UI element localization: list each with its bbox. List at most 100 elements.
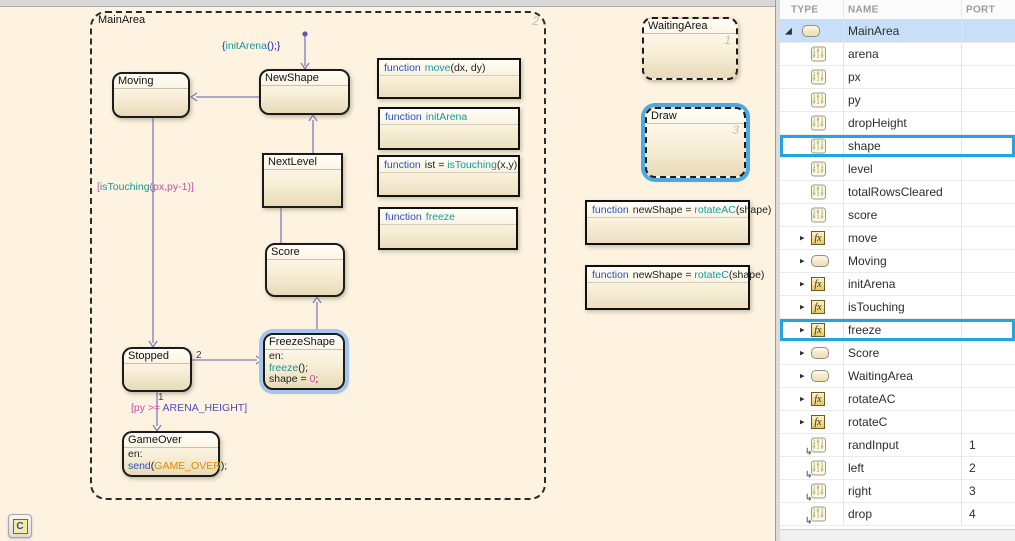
expand-arrow-icon[interactable]: ▸ — [800, 324, 805, 335]
symbol-row-MainArea[interactable]: ◢MainArea — [780, 20, 1015, 43]
expand-arrow-icon[interactable]: ▸ — [800, 232, 805, 243]
c-language-icon: C — [12, 518, 28, 534]
symbol-row-Moving[interactable]: ▸ Moving — [780, 250, 1015, 273]
symbol-port: 1 — [969, 438, 976, 452]
state-title: Stopped — [124, 349, 190, 364]
column-header-name: NAME — [848, 4, 879, 15]
symbols-header: TYPE NAME PORT — [780, 0, 1015, 20]
symbol-port: 2 — [969, 461, 976, 475]
transition-order-number: 2 — [196, 350, 202, 361]
expand-arrow-icon[interactable]: ▸ — [800, 278, 805, 289]
state-title: NewShape — [261, 71, 348, 86]
transition-label-istouching[interactable]: [isTouching(px,py-1)] — [97, 181, 194, 193]
state-mainarea[interactable]: MainArea 2 — [90, 11, 546, 500]
symbol-name: px — [848, 70, 861, 84]
symbol-name: level — [848, 162, 873, 176]
expand-arrow-icon[interactable]: ▸ — [800, 393, 805, 404]
symbol-name: initArena — [848, 277, 896, 291]
action-language-badge[interactable]: C — [8, 514, 32, 538]
function-icon: fx — [811, 300, 825, 314]
state-score[interactable]: Score — [265, 243, 345, 297]
symbol-row-WaitingArea[interactable]: ▸WaitingArea — [780, 365, 1015, 388]
symbol-row-initArena[interactable]: ▸ fx initArena — [780, 273, 1015, 296]
transition-label-initarena[interactable]: {initArena();} — [222, 40, 281, 52]
symbol-port: 3 — [969, 484, 976, 498]
state-moving[interactable]: Moving — [112, 72, 190, 118]
symbol-name: totalRowsCleared — [848, 185, 943, 199]
expand-arrow-icon[interactable]: ▸ — [800, 370, 805, 381]
input-arrow-icon: ↳ — [805, 515, 813, 526]
state-newshape[interactable]: NewShape — [259, 69, 350, 115]
symbol-name: Moving — [848, 254, 887, 268]
symbol-name: right — [848, 484, 872, 498]
transition-label-arenaheight[interactable]: [py >= ARENA_HEIGHT] — [131, 402, 248, 414]
function-icon: fx — [811, 277, 825, 291]
state-icon — [811, 255, 829, 267]
symbol-name: shape — [848, 139, 881, 153]
symbol-row-Score[interactable]: ▸Score — [780, 342, 1015, 365]
state-waitingarea[interactable]: WaitingArea 1 — [642, 17, 738, 80]
symbol-name: dropHeight — [848, 116, 907, 130]
symbol-name: rotateC — [848, 415, 888, 429]
state-icon — [802, 25, 820, 37]
state-gameover[interactable]: GameOver en: send(GAME_OVER); — [122, 431, 227, 477]
state-title: NextLevel — [264, 155, 341, 170]
transition-order-number: 1 — [158, 392, 164, 403]
state-title: GameOver — [124, 433, 218, 448]
state-freezeshape[interactable]: FreezeShape en: freeze(); shape = 0; — [263, 333, 345, 390]
symbol-name: drop — [848, 507, 873, 521]
symbol-name: py — [848, 93, 861, 107]
state-stopped[interactable]: Stopped — [122, 347, 192, 392]
state-title: Moving — [114, 74, 188, 89]
state-nextlevel[interactable]: NextLevel — [262, 153, 343, 208]
collapse-arrow-icon[interactable]: ◢ — [785, 25, 792, 36]
symbol-row-rotateAC[interactable]: ▸ fx rotateAC — [780, 388, 1015, 411]
symbol-name: rotateAC — [848, 392, 896, 406]
symbol-name: randInput — [848, 438, 899, 452]
symbol-name: freeze — [848, 323, 882, 337]
execution-order: 1 — [724, 33, 731, 47]
expand-arrow-icon[interactable]: ▸ — [800, 416, 805, 427]
state-draw[interactable]: Draw 3 — [645, 107, 746, 178]
expand-arrow-icon[interactable]: ▸ — [800, 255, 805, 266]
column-separator — [961, 0, 962, 19]
column-header-type: TYPE — [791, 4, 819, 15]
canvas-top-strip — [0, 0, 775, 7]
expand-arrow-icon[interactable]: ▸ — [800, 301, 805, 312]
expand-arrow-icon[interactable]: ▸ — [800, 347, 805, 358]
input-arrow-icon: ↳ — [805, 469, 813, 480]
function-icon: fx — [811, 392, 825, 406]
